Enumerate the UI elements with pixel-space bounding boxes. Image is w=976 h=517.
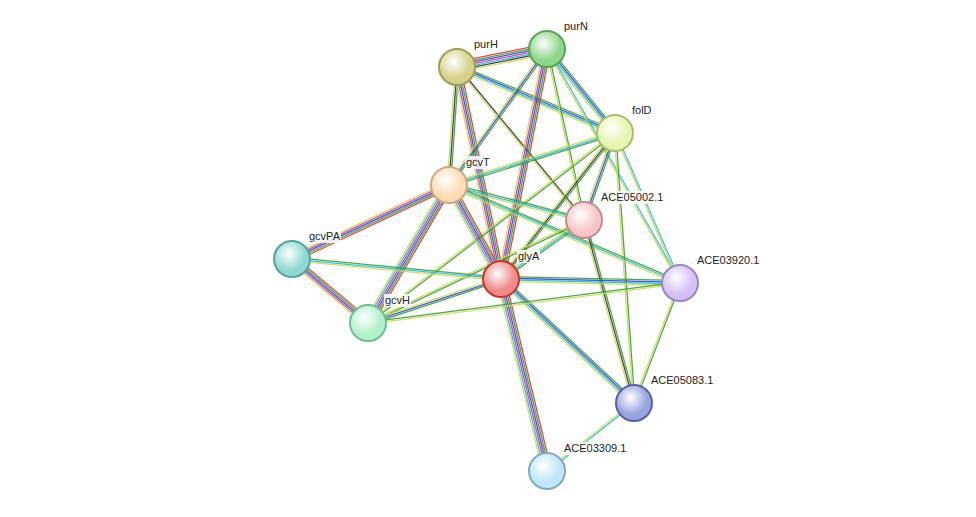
protein-node: folD [596, 114, 634, 152]
evidence-line [464, 136, 599, 178]
protein-circle [565, 201, 603, 239]
protein-node: purN [528, 30, 566, 68]
evidence-line [474, 57, 533, 69]
protein-label: gcvPA [308, 230, 341, 243]
protein-node: ACE05002.1 [565, 201, 603, 239]
interaction-edge [308, 259, 485, 279]
protein-label: gcvH [384, 294, 411, 307]
interaction-edge [302, 267, 358, 316]
protein-node: gcvH [349, 304, 387, 342]
protein-label: ACE05083.1 [650, 374, 714, 387]
evidence-line [448, 83, 454, 169]
evidence-line [383, 284, 486, 318]
interaction-edge [501, 294, 548, 457]
evidence-line [302, 272, 354, 315]
evidence-line [556, 62, 604, 121]
evidence-line [380, 201, 445, 311]
protein-circle [482, 260, 520, 298]
evidence-line [504, 295, 543, 456]
evidence-line [507, 294, 546, 455]
interaction-edge [555, 60, 607, 122]
protein-circle [430, 166, 468, 204]
evidence-line [457, 199, 494, 265]
evidence-line [384, 286, 487, 320]
evidence-line [622, 147, 674, 268]
protein-circle [528, 30, 566, 68]
interaction-edge [550, 64, 582, 204]
evidence-line [473, 55, 532, 67]
evidence-line [515, 231, 572, 271]
evidence-line [307, 193, 435, 253]
protein-circle [661, 264, 699, 302]
protein-circle [596, 114, 634, 152]
interaction-edge [384, 284, 664, 322]
evidence-line [304, 269, 356, 312]
evidence-line [514, 229, 571, 269]
evidence-line [621, 148, 673, 269]
evidence-line [384, 284, 664, 320]
evidence-line [372, 197, 437, 307]
evidence-line [460, 197, 497, 263]
evidence-line [513, 289, 623, 391]
evidence-line [384, 286, 664, 322]
protein-circle [273, 240, 311, 278]
evidence-line [455, 200, 492, 266]
protein-circle [528, 452, 566, 490]
protein-label: purH [473, 38, 499, 51]
evidence-line [501, 296, 540, 457]
protein-circle [438, 48, 476, 86]
protein-label: glyA [517, 250, 540, 263]
evidence-line [305, 268, 357, 311]
evidence-line [378, 200, 443, 310]
interaction-edge [501, 64, 547, 264]
interaction-edge [517, 277, 664, 285]
evidence-line [308, 262, 485, 279]
evidence-line [303, 271, 355, 314]
interaction-edge [448, 83, 457, 169]
interaction-edge [513, 228, 572, 271]
evidence-line [502, 295, 541, 456]
evidence-line [517, 282, 664, 285]
interaction-edge [372, 197, 444, 312]
evidence-line [509, 294, 548, 455]
protein-label: ACE03920.1 [696, 254, 760, 267]
protein-node: gcvT [430, 166, 468, 204]
protein-label: gcvT [465, 156, 491, 169]
interaction-edge [621, 147, 675, 268]
interaction-edge [453, 197, 497, 267]
protein-node: ACE05083.1 [615, 384, 653, 422]
protein-node: ACE03920.1 [661, 264, 699, 302]
evidence-line [506, 294, 545, 455]
evidence-line [459, 198, 496, 264]
evidence-line [381, 143, 603, 313]
evidence-line [506, 65, 546, 264]
protein-node: ACE03309.1 [528, 452, 566, 490]
evidence-line [306, 267, 358, 310]
protein-node: purH [438, 48, 476, 86]
evidence-line [453, 201, 490, 267]
protein-label: folD [631, 104, 653, 117]
evidence-line [308, 261, 485, 278]
interaction-edge [380, 142, 603, 314]
evidence-line [456, 199, 493, 265]
protein-label: purN [563, 20, 589, 33]
interaction-edge [587, 235, 632, 388]
evidence-line [374, 198, 439, 308]
protein-node: glyA [482, 260, 520, 298]
protein-label: ACE03309.1 [563, 442, 627, 455]
protein-node: gcvPA [273, 240, 311, 278]
evidence-line [471, 74, 599, 128]
protein-label: ACE05002.1 [600, 191, 664, 204]
evidence-line [308, 259, 485, 276]
protein-circle [615, 384, 653, 422]
protein-circle [349, 304, 387, 342]
